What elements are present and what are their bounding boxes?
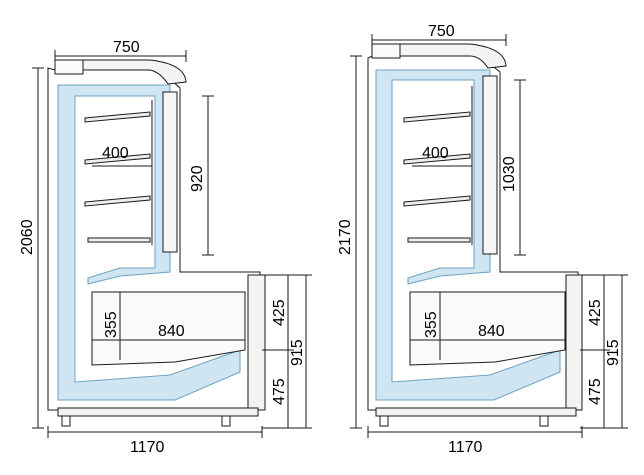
- left-lower-front: 475: [271, 378, 288, 405]
- top-box: [54, 59, 84, 75]
- top-canopy: [54, 59, 187, 85]
- left-unit: [47, 59, 266, 427]
- right-height: 2170: [337, 219, 354, 255]
- right-top-width: 750: [428, 23, 455, 40]
- well-interior: [409, 291, 566, 366]
- right-glass-height: 1030: [501, 156, 518, 192]
- shelf-4: [407, 237, 471, 243]
- left-dimensions: [32, 50, 312, 438]
- well-interior: [91, 291, 246, 366]
- top-canopy: [371, 43, 507, 69]
- left-shelf-depth: 400: [102, 145, 129, 162]
- right-dimensions: [350, 34, 628, 438]
- foot-right: [539, 415, 549, 427]
- right-total-depth: 1170: [448, 439, 483, 456]
- left-total-depth: 1170: [130, 439, 165, 456]
- base: [57, 407, 259, 417]
- right-front-height: 915: [605, 339, 622, 366]
- left-well-depth: 355: [103, 311, 120, 338]
- front-wall: [565, 274, 583, 411]
- left-height: 2060: [19, 219, 36, 255]
- insulation-band: [375, 69, 561, 401]
- front-wall: [247, 274, 266, 411]
- foot-left: [379, 415, 389, 427]
- shelf-1: [84, 111, 151, 123]
- top-box: [371, 43, 401, 59]
- right-lower-front: 475: [587, 378, 604, 405]
- right-upper-front: 425: [587, 299, 604, 326]
- right-well-width: 840: [478, 323, 505, 340]
- foot-right: [221, 415, 231, 427]
- shelf-2: [84, 153, 151, 165]
- insulation-band: [57, 84, 241, 401]
- left-glass-height: 920: [189, 165, 206, 192]
- foot-left: [61, 415, 71, 427]
- left-top-width: 750: [113, 39, 140, 56]
- glass-door: [482, 75, 498, 255]
- left-well-width: 840: [158, 323, 185, 340]
- left-upper-front: 425: [271, 299, 288, 326]
- shelf-3: [403, 195, 471, 207]
- shelf-1: [403, 111, 471, 123]
- right-unit: [367, 43, 583, 427]
- shelf-4: [87, 237, 151, 243]
- right-well-depth: 355: [423, 311, 440, 338]
- shelf-2: [403, 153, 471, 165]
- left-front-height: 915: [289, 339, 306, 366]
- shelf-3: [84, 195, 151, 207]
- right-shelf-depth: 400: [422, 145, 449, 162]
- base: [375, 407, 577, 417]
- glass-door: [162, 91, 178, 253]
